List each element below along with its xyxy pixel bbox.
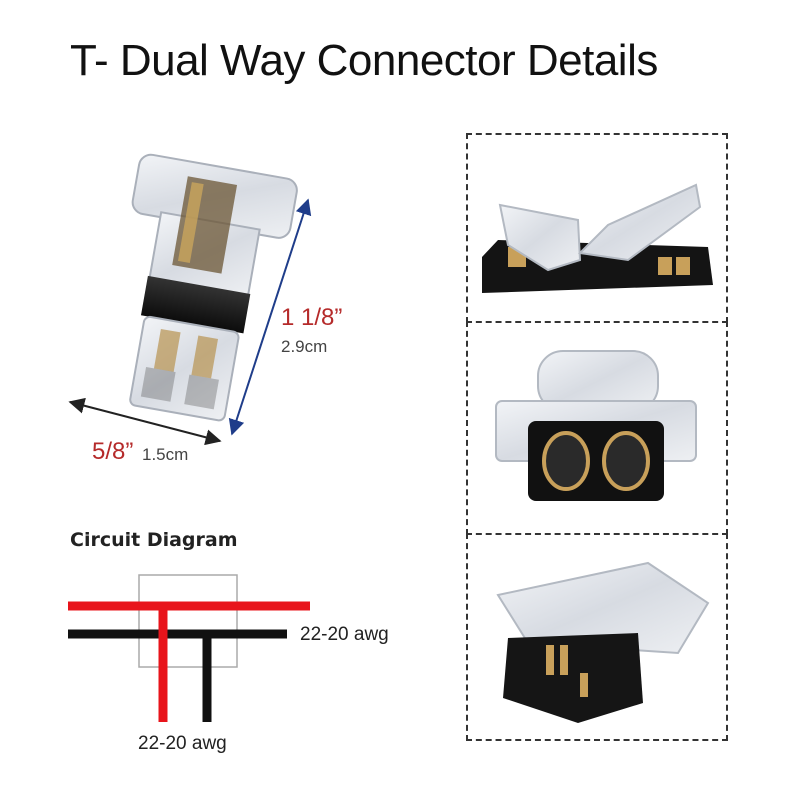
connector-front-view: [495, 350, 697, 501]
connector-angled-view: [496, 561, 710, 723]
wire-gauge-right-label: 22-20 awg: [300, 624, 389, 645]
length-inches-label: 1 1/8”: [281, 304, 343, 331]
width-cm-label: 1.5cm: [142, 445, 189, 464]
front-view-panel: [466, 321, 728, 535]
angled-view-panel: [466, 533, 728, 741]
length-cm-label: 2.9cm: [281, 337, 328, 356]
circuit-diagram-title: Circuit Diagram: [70, 529, 238, 551]
side-open-view-panel: [466, 133, 728, 323]
width-dimension-arrow: [68, 397, 222, 446]
connector-body: [129, 153, 298, 422]
wire-gauge-bottom-label: 22-20 awg: [138, 733, 227, 754]
width-inches-label: 5/8”: [92, 438, 134, 465]
connector-side-open-view: [482, 183, 713, 293]
length-dimension-arrow: [228, 198, 312, 436]
circuit-diagram: [68, 574, 310, 722]
page-title: T- Dual Way Connector Details: [70, 36, 658, 85]
